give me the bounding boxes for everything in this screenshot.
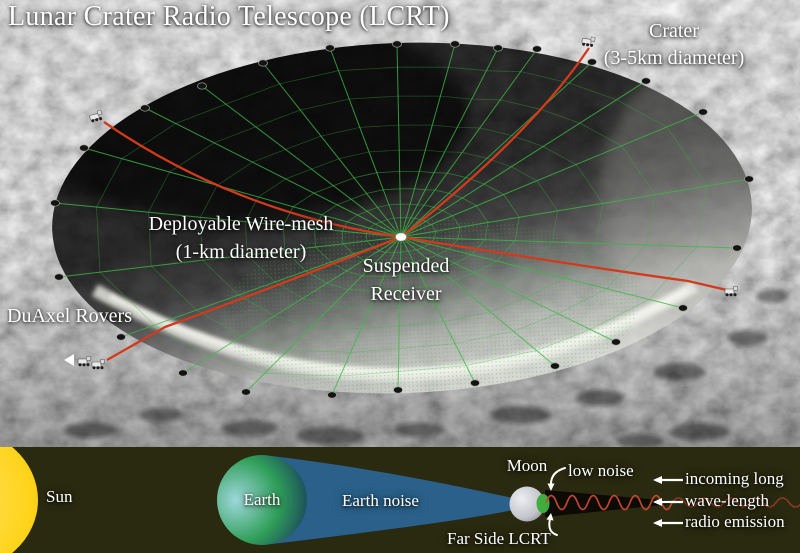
far-side-lcrt-icon: [536, 494, 550, 513]
crater-photo-section: Lunar Crater Radio Telescope (LCRT) Crat…: [0, 0, 800, 447]
anchor-dot-icon: [258, 59, 268, 67]
earth-icon: [217, 455, 307, 545]
anchor-dot-icon: [327, 391, 337, 399]
schematic-diagram: [0, 447, 800, 553]
cable-line: [400, 235, 732, 293]
anchor-dot-icon: [178, 369, 188, 377]
anchor-dot-icon: [392, 40, 402, 48]
anchor-dot-icon: [732, 244, 742, 252]
arrow-left-icon: [653, 498, 683, 506]
rover-icon: [77, 356, 91, 367]
rover-group: [64, 36, 738, 370]
moon-icon: [509, 486, 545, 522]
receiver-line2: Receiver: [370, 283, 442, 305]
arrow-left-icon: [653, 476, 683, 484]
anchor-dots: [50, 40, 754, 399]
anchor-dot-icon: [698, 108, 708, 116]
cable-line: [103, 121, 402, 239]
emission-line2: wave-length: [685, 490, 770, 510]
rover-icon: [91, 359, 105, 370]
anchor-dot-icon: [587, 58, 597, 66]
anchor-dot-icon: [470, 379, 480, 387]
anchor-dot-icon: [197, 82, 207, 90]
rover-icon: [724, 286, 738, 297]
emission-line1: incoming long: [685, 469, 784, 488]
sun-label: Sun: [46, 487, 73, 506]
moon-label: Moon: [506, 456, 548, 475]
crater-size-line2: (3-5km diameter): [603, 47, 745, 69]
anchor-dot-icon: [493, 44, 503, 52]
receiver-dot-icon: [395, 232, 407, 242]
wire-mesh-line2: (1-km diameter): [175, 241, 307, 263]
earth-label: Earth: [243, 490, 281, 509]
cable-line: [400, 47, 590, 238]
wire-mesh: [54, 43, 750, 396]
duaxel-marker-icon: [64, 354, 74, 366]
radio-wave: [545, 494, 800, 511]
far-side-lcrt-label: Far Side LCRT: [447, 529, 551, 548]
anchor-dot-icon: [550, 362, 560, 370]
cable-line: [106, 235, 402, 361]
radio-emission-label: incoming long wave-length radio emission: [685, 468, 785, 533]
emission-line3: radio emission: [685, 512, 785, 531]
radio-wave-line: [545, 494, 673, 511]
schematic-section: Sun Earth Earth noise Moon low noise Far…: [0, 447, 800, 553]
anchor-dot-icon: [140, 104, 150, 112]
earth-noise-label: Earth noise: [342, 491, 419, 510]
anchor-dot-icon: [393, 386, 403, 394]
anchor-dot-icon: [54, 273, 64, 281]
anchor-dot-icon: [450, 40, 460, 48]
low-noise-label: low noise: [568, 461, 634, 480]
anchor-dot-icon: [241, 388, 251, 396]
curved-arrow-icon: [547, 467, 566, 491]
support-cables: [103, 47, 732, 361]
page-title: Lunar Crater Radio Telescope (LCRT): [8, 1, 450, 32]
receiver-line1: Suspended: [362, 255, 450, 277]
suspended-receiver-label: Suspended Receiver: [326, 252, 486, 308]
sun-icon: [0, 447, 38, 553]
anchor-dot-icon: [50, 199, 60, 207]
wire-mesh-label: Deployable Wire-mesh (1-km diameter): [98, 210, 384, 266]
anchor-dot-icon: [678, 304, 688, 312]
anchor-dot-icon: [611, 338, 621, 346]
anchor-dot-icon: [744, 175, 754, 183]
crater-size-label: Crater (3-5km diameter): [556, 18, 792, 72]
arrow-left-icon: [653, 519, 683, 527]
anchor-dot-icon: [325, 44, 335, 52]
wire-mesh-line1: Deployable Wire-mesh: [148, 213, 334, 235]
curved-arrow-icon: [546, 513, 558, 536]
crater-photo: [0, 0, 800, 447]
anchor-dot-icon: [79, 144, 89, 152]
rover-icon: [89, 109, 103, 123]
earth-noise-cone: [272, 456, 513, 544]
duaxel-rovers-label: DuAxel Rovers: [7, 305, 132, 327]
terrain-blotches: [64, 289, 788, 447]
radio-wave-line: [671, 497, 800, 508]
anchor-dot-icon: [532, 45, 542, 53]
anchor-dot-icon: [116, 333, 126, 341]
anchor-dot-icon: [641, 77, 651, 85]
rover-icon: [581, 36, 596, 47]
mesh-fabric: [220, 219, 640, 401]
crater-size-line1: Crater: [649, 20, 699, 42]
